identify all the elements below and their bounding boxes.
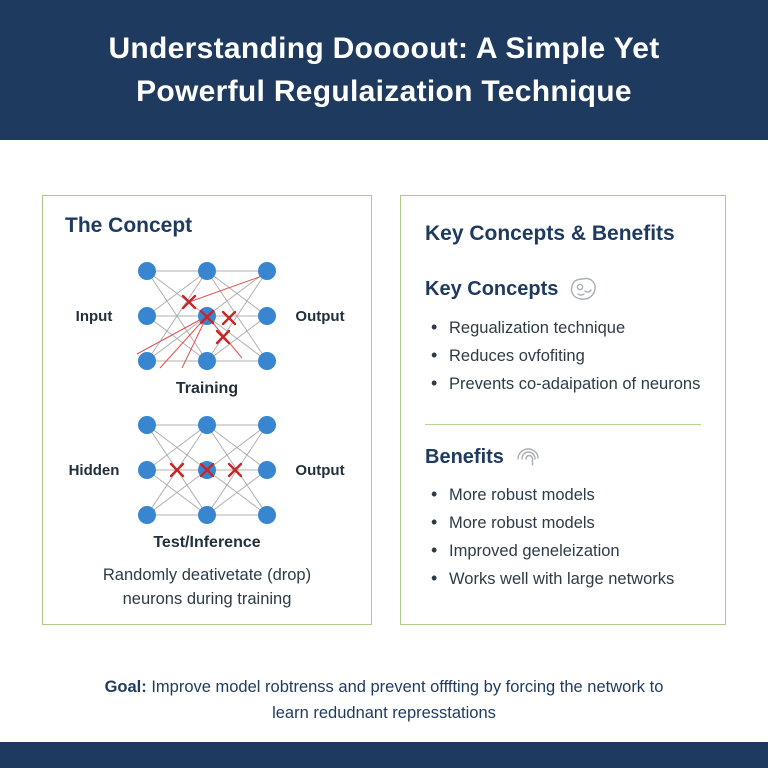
training-right-label: Output bbox=[295, 307, 345, 325]
concept-panel: The Concept Input bbox=[42, 195, 372, 625]
goal-text-line1: Improve model robtrenss and prevent offf… bbox=[146, 678, 664, 696]
footer-bar bbox=[0, 742, 768, 768]
benefits-panel-title: Key Concepts & Benefits bbox=[425, 222, 675, 245]
doodle-face-icon bbox=[571, 277, 597, 300]
network-connections bbox=[146, 270, 268, 362]
concept-description-line1: Randomly deativetate (drop) bbox=[102, 566, 312, 584]
content-area: The Concept Input bbox=[42, 195, 726, 625]
list-item: Works well with large networks bbox=[425, 565, 701, 593]
training-left-label: Input bbox=[75, 307, 113, 325]
doodle-hand-icon bbox=[517, 448, 539, 466]
benefits-list: More robust models More robust models Im… bbox=[425, 481, 701, 593]
key-concepts-title: Key Concepts bbox=[425, 277, 559, 300]
training-network-diagram bbox=[136, 262, 276, 370]
inference-caption: Test/Inference bbox=[153, 534, 261, 551]
header-banner: Understanding Doooout: A Simple Yet Powe… bbox=[0, 0, 768, 140]
benefits-panel: Key Concepts & Benefits Key Concepts Reg… bbox=[400, 195, 726, 625]
goal-label: Goal: bbox=[104, 678, 147, 696]
inference-network-row: Hidden bbox=[59, 410, 355, 530]
concept-description: Randomly deativetate (drop) neurons duri… bbox=[59, 564, 355, 612]
key-concepts-heading: Key Concepts bbox=[425, 276, 701, 302]
list-item: More robust models bbox=[425, 509, 701, 537]
inference-right-label: Output bbox=[295, 461, 345, 479]
list-item: Improved geneleization bbox=[425, 537, 701, 565]
inference-network-diagram bbox=[138, 416, 276, 524]
list-item: Reduces ovfofiting bbox=[425, 342, 701, 370]
section-divider bbox=[425, 424, 701, 425]
benefits-title: Benefits bbox=[425, 445, 504, 468]
list-item: Regualization technique bbox=[425, 314, 701, 342]
key-concepts-list: Regualization technique Reduces ovfofiti… bbox=[425, 314, 701, 398]
concept-description-line2: neurons during training bbox=[122, 589, 292, 608]
dropped-neuron-x-marks bbox=[169, 462, 243, 478]
concept-panel-title: The Concept bbox=[65, 214, 193, 237]
training-network-row: Input bbox=[59, 256, 355, 376]
dropped-neuron-x-marks bbox=[181, 294, 237, 345]
page-title-line1: Understanding Doooout: A Simple Yet bbox=[108, 32, 660, 65]
list-item: Prevents co-adaipation of neurons bbox=[425, 370, 701, 398]
goal-statement: Goal: Improve model robtrenss and preven… bbox=[0, 675, 768, 726]
training-caption: Training bbox=[175, 380, 239, 397]
page-title-line2: Powerful Regulaization Technique bbox=[136, 75, 632, 108]
benefits-heading: Benefits bbox=[425, 445, 701, 469]
goal-text-line2: learn redudnant represstations bbox=[272, 703, 496, 722]
inference-left-label: Hidden bbox=[68, 461, 120, 479]
list-item: More robust models bbox=[425, 481, 701, 509]
